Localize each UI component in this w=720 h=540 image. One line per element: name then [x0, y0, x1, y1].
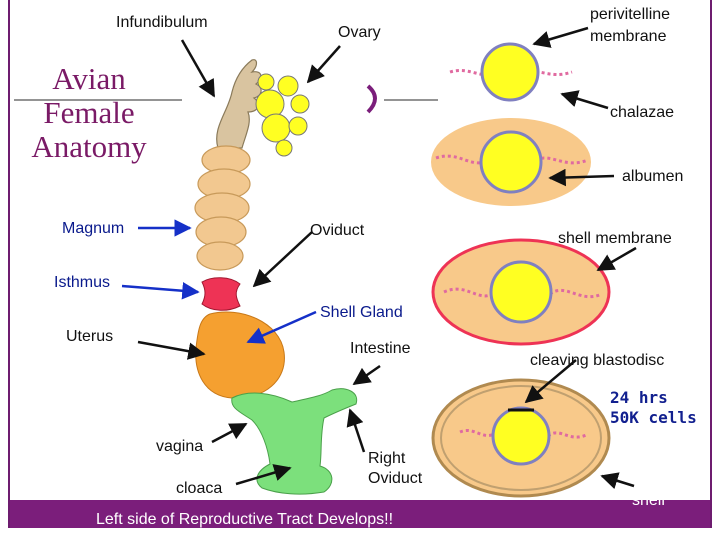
label-cloaca: cloaca [176, 480, 223, 497]
footer-bar [10, 500, 710, 528]
label-right-oviduct-1: Right [368, 450, 406, 467]
purple-bracket [366, 84, 377, 114]
arrow-infundibulum [180, 39, 216, 98]
label-right-oviduct-2: Oviduct [368, 470, 423, 487]
label-perivitelline-2: membrane [590, 28, 667, 45]
label-perivitelline-1: perivitelline [590, 6, 671, 23]
arrow-shell-gland [246, 310, 317, 344]
arrow-cloaca [235, 464, 292, 486]
label-shell-membrane: shell membrane [558, 230, 672, 247]
label-chalazae: chalazae [610, 104, 675, 121]
arrow-right-oviduct [346, 408, 366, 453]
label-arrows [137, 26, 637, 490]
isthmus-shape [201, 277, 241, 311]
egg-stage-4 [431, 378, 611, 498]
footer-text: Left side of Reproductive Tract Develops… [96, 511, 394, 528]
label-albumen: albumen [622, 168, 684, 185]
arrow-blastodisc [524, 359, 577, 404]
label-cleaving-blastodisc: cleaving blastodisc [530, 352, 665, 369]
label-intestine: Intestine [350, 340, 411, 357]
arrow-isthmus [121, 282, 200, 300]
egg-stage-1 [449, 34, 573, 114]
note-line-2: 50K cells [610, 408, 697, 427]
vagina-shape [231, 388, 358, 495]
arrow-shell [600, 472, 635, 490]
blastodisc-note: 24 hrs 50K cells [610, 388, 697, 428]
label-isthmus: Isthmus [54, 274, 111, 291]
arrow-vagina [211, 422, 248, 444]
arrow-shell-membrane [596, 246, 637, 272]
arrow-ovary [306, 45, 341, 84]
egg-stage-2 [431, 118, 591, 206]
arrow-perivitelline [532, 26, 589, 48]
uterus-shape [195, 311, 285, 399]
ovary-follicles [255, 73, 310, 157]
infundibulum-shape [216, 59, 262, 149]
label-vagina: vagina [156, 438, 204, 455]
label-shell-gland: Shell Gland [320, 304, 403, 321]
arrow-albumen [548, 168, 615, 187]
slide-title: Avian Female Anatomy [14, 62, 164, 164]
label-ovary: Ovary [338, 24, 381, 41]
blue-arrows [121, 219, 317, 344]
label-magnum: Magnum [62, 220, 125, 237]
arrow-intestine [352, 364, 381, 386]
label-shell: shell [632, 492, 665, 509]
label-infundibulum: Infundibulum [116, 14, 208, 31]
title-line-1: Avian [52, 61, 126, 96]
label-uterus: Uterus [66, 328, 114, 345]
label-oviduct: Oviduct [310, 222, 365, 239]
arrow-uterus [137, 340, 206, 360]
note-line-1: 24 hrs [610, 388, 668, 407]
egg-stage-3 [431, 238, 611, 346]
arrow-oviduct [252, 231, 313, 288]
arrow-chalazae [560, 90, 609, 110]
title-line-3: Anatomy [31, 129, 147, 164]
title-line-2: Female [43, 95, 135, 130]
magnum-coils [194, 145, 251, 271]
